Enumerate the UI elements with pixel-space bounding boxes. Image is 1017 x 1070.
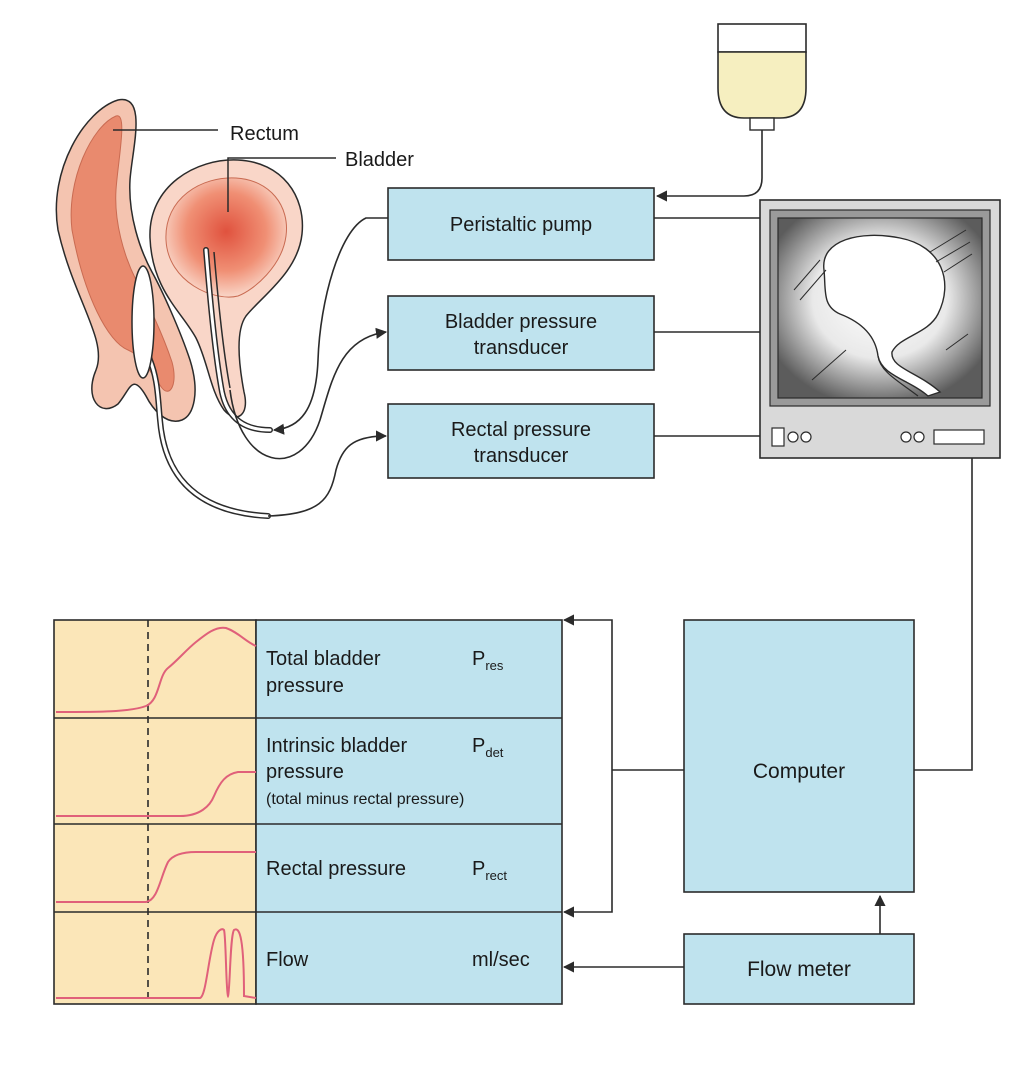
- trace-total-bladder-pressure: [55, 626, 257, 713]
- rectal-balloon: [131, 265, 155, 379]
- rectum-label: Rectum: [230, 123, 299, 145]
- row-2-name-line-2: pressure: [266, 761, 344, 783]
- computer-box: [683, 619, 915, 893]
- flow-meter-label: Flow meter: [747, 958, 851, 981]
- infusion-line: [655, 130, 763, 202]
- row-2-symbol: Pdet: [472, 735, 504, 760]
- flow-meter-box: [683, 933, 915, 1005]
- rectal-transducer-label-2: transducer: [474, 445, 569, 467]
- peristaltic-pump-label: Peristaltic pump: [450, 214, 592, 236]
- row-2-name-line-1: Intrinsic bladder: [266, 735, 408, 757]
- rectal-transducer-label-1: Rectal pressure: [451, 419, 591, 441]
- trace-rectal-pressure: [56, 851, 256, 903]
- bladder-to-transducer-line: [229, 327, 388, 460]
- bladder-shape: [149, 159, 304, 418]
- row-4-name-line-1: Flow: [266, 949, 309, 971]
- bladder-transducer-label-1: Bladder pressure: [445, 311, 597, 333]
- row-2-note: (total minus rectal pressure): [266, 791, 464, 808]
- peristaltic-pump-box: [387, 187, 655, 261]
- pump-to-bladder-line: [272, 217, 388, 435]
- row-1-name-line-1: Total bladder: [266, 648, 381, 670]
- infusion-bag-icon: [717, 23, 807, 131]
- rectum-to-transducer-line: [267, 430, 388, 517]
- bladder-transducer-box: [387, 295, 655, 371]
- computer-label: Computer: [753, 760, 845, 783]
- recorder-panel: [53, 619, 563, 1005]
- row-3-symbol: Prect: [472, 858, 507, 883]
- row-3-name-line-1: Rectal pressure: [266, 858, 406, 880]
- bladder-transducer-label-2: transducer: [474, 337, 569, 359]
- bladder-leader: [227, 157, 336, 212]
- monitor-icon: [759, 199, 1001, 459]
- row-4-symbol: ml/sec: [472, 949, 530, 971]
- monitor-to-computer-line: [914, 458, 973, 771]
- row-1-name-line-2: pressure: [266, 675, 344, 697]
- bladder-label: Bladder: [345, 149, 414, 171]
- recorder-feedback-line: [562, 614, 613, 770]
- rectal-transducer-box: [387, 403, 655, 479]
- recorder-feedback-line-lower: [562, 770, 613, 918]
- trace-flow: [56, 928, 257, 999]
- trace-intrinsic-bladder-pressure: [56, 771, 256, 817]
- row-1-symbol: Pres: [472, 648, 504, 673]
